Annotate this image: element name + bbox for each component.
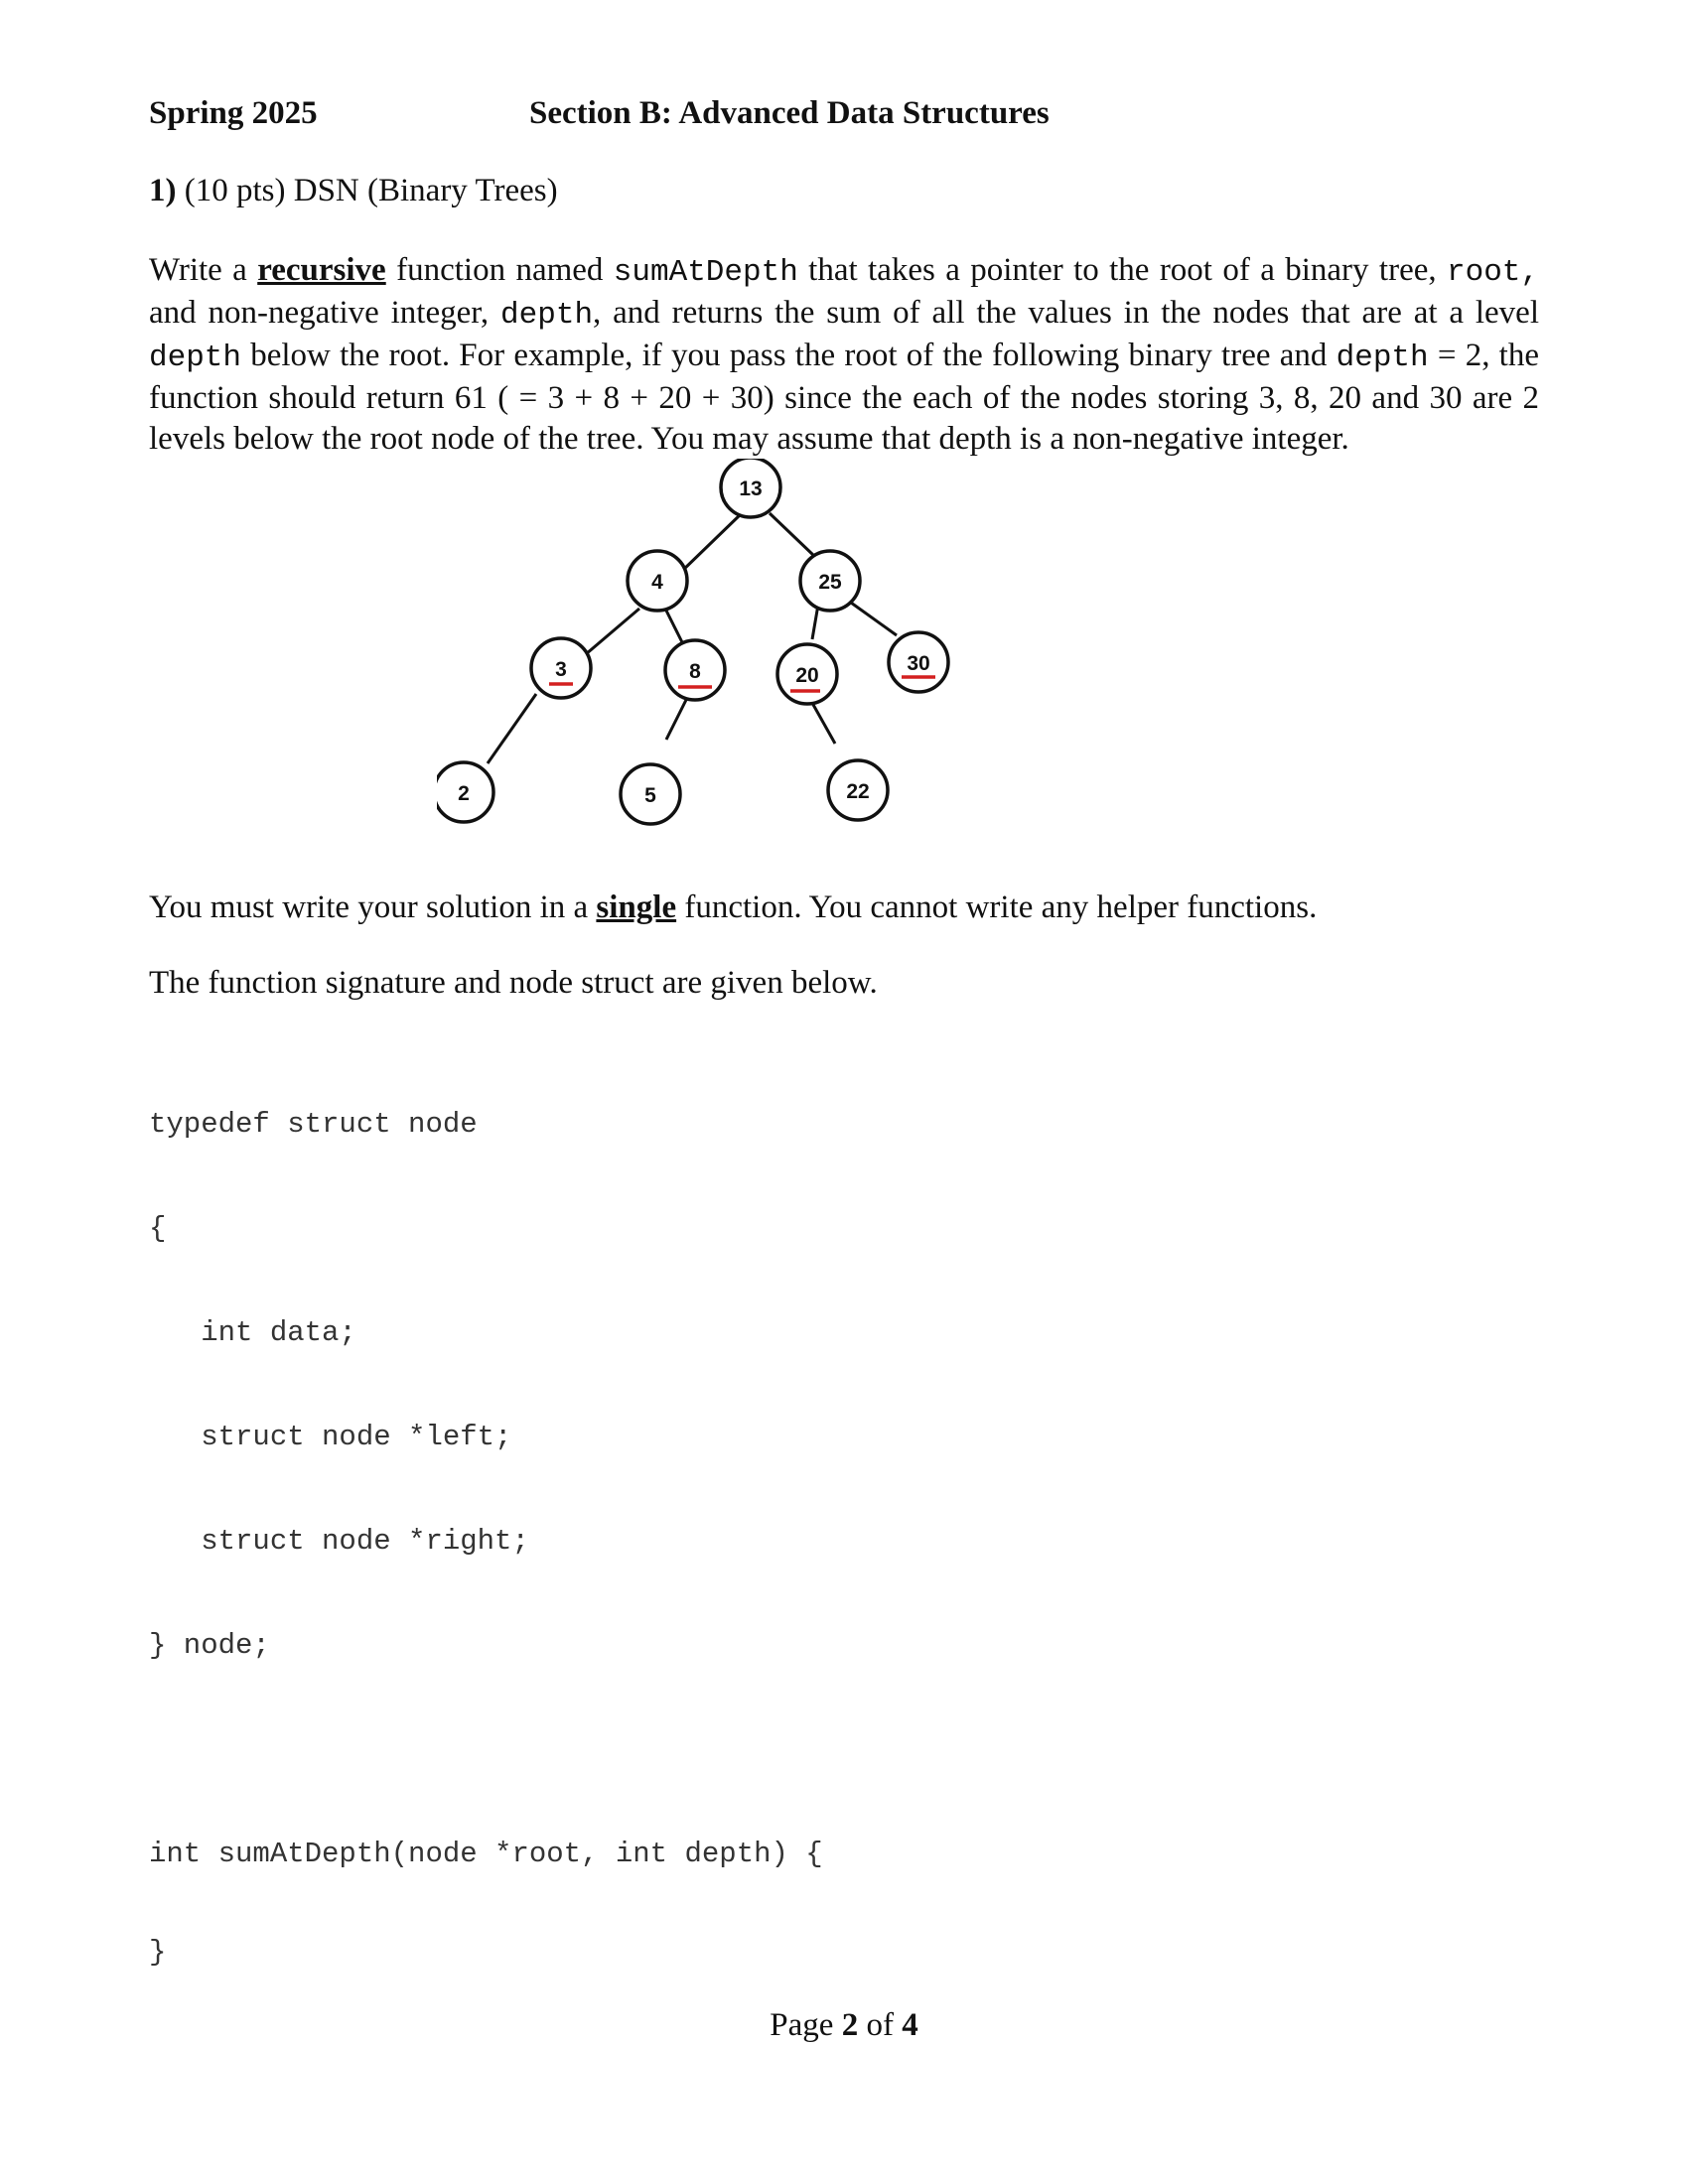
node-label: 8 bbox=[689, 660, 701, 683]
emphasis-recursive: recursive bbox=[257, 252, 386, 288]
param-root: root, bbox=[1446, 255, 1539, 290]
param-depth: depth bbox=[1336, 341, 1429, 375]
function-name: sumAtDepth bbox=[613, 255, 798, 290]
tree-edges bbox=[486, 511, 898, 764]
tree-node bbox=[626, 549, 689, 613]
node-label: 30 bbox=[907, 652, 929, 675]
node-label: 22 bbox=[846, 780, 869, 803]
node-label: 20 bbox=[795, 664, 818, 687]
tree-node bbox=[663, 638, 727, 702]
node-label: 13 bbox=[739, 478, 762, 500]
term-label: Spring 2025 bbox=[149, 95, 318, 131]
page-total: 4 bbox=[902, 2007, 918, 2043]
edge-20-22 bbox=[810, 702, 837, 745]
tree-node bbox=[619, 762, 682, 826]
edge-25-20 bbox=[810, 604, 820, 640]
tree-node bbox=[437, 760, 495, 824]
section-title: Section B: Advanced Data Structures bbox=[529, 95, 1050, 131]
desc-text-2: function named bbox=[385, 252, 614, 288]
code-line: int sumAtDepth(node *root, int depth) { bbox=[149, 1838, 823, 1870]
tree-node bbox=[775, 642, 839, 706]
depth-2-underlines bbox=[549, 675, 935, 693]
param-depth: depth bbox=[500, 298, 594, 333]
code-line: struct node *right; bbox=[149, 1525, 529, 1558]
question-points: (10 pts) DSN (Binary Trees) bbox=[184, 173, 558, 208]
closing-brace: } bbox=[149, 1936, 167, 1969]
code-line: int data; bbox=[149, 1316, 356, 1349]
question-title: 1) (10 pts) DSN (Binary Trees) bbox=[149, 173, 558, 209]
tree-node bbox=[826, 758, 890, 822]
desc-text-4: and non-negative integer, bbox=[149, 295, 501, 331]
page-label: Page bbox=[770, 2007, 842, 2043]
of-label: of bbox=[858, 2007, 903, 2043]
edge-25-30 bbox=[843, 596, 898, 637]
edge-3-2 bbox=[486, 693, 538, 764]
tree-nodes bbox=[437, 459, 950, 826]
code-line: { bbox=[149, 1212, 167, 1245]
tree-node bbox=[719, 459, 782, 519]
page-header: Spring 2025 Section B: Advanced Data Str… bbox=[149, 95, 1539, 145]
edge-4-8 bbox=[663, 608, 685, 645]
desc-text-5: , and returns the sum of all the values … bbox=[593, 295, 1539, 331]
question-number: 1) bbox=[149, 173, 177, 208]
instr-text-1: You must write your solution in a bbox=[149, 889, 597, 925]
code-line: typedef struct node bbox=[149, 1108, 478, 1141]
binary-tree-diagram: 13 4 25 3 8 20 30 2 5 22 bbox=[437, 459, 950, 826]
node-label: 3 bbox=[555, 658, 567, 681]
problem-description: Write a recursive function named sumAtDe… bbox=[149, 250, 1539, 460]
param-depth: depth bbox=[149, 341, 242, 375]
edge-13-4 bbox=[678, 511, 744, 575]
code-block: typedef struct node { int data; struct n… bbox=[149, 1037, 823, 1941]
emphasis-single: single bbox=[596, 889, 677, 925]
node-label: 5 bbox=[644, 784, 656, 807]
edge-13-25 bbox=[768, 511, 816, 558]
desc-text-7: = 2, the function should return 61 ( = 3… bbox=[149, 338, 1539, 457]
node-label: 25 bbox=[818, 571, 842, 594]
desc-text-1: Write a bbox=[149, 252, 258, 288]
tree-labels: 13 4 25 3 8 20 30 2 5 22 bbox=[458, 478, 930, 807]
instruction-signature: The function signature and node struct a… bbox=[149, 965, 878, 1001]
code-line bbox=[149, 1732, 823, 1767]
tree-node bbox=[798, 549, 862, 613]
page-footer: Page 2 of 4 bbox=[0, 2007, 1688, 2044]
desc-text-3: that takes a pointer to the root of a bi… bbox=[797, 252, 1447, 288]
code-line: struct node *left; bbox=[149, 1421, 512, 1453]
edge-4-3 bbox=[585, 607, 640, 656]
instruction-single-function: You must write your solution in a single… bbox=[149, 889, 1317, 926]
node-label: 2 bbox=[458, 782, 470, 805]
page-number: 2 bbox=[841, 2007, 859, 2043]
tree-node bbox=[529, 636, 593, 700]
instr-text-2: function. You cannot write any helper fu… bbox=[676, 889, 1318, 925]
node-label: 4 bbox=[651, 571, 663, 594]
code-line: } node; bbox=[149, 1629, 270, 1662]
desc-text-6: below the root. For example, if you pass… bbox=[241, 338, 1336, 373]
